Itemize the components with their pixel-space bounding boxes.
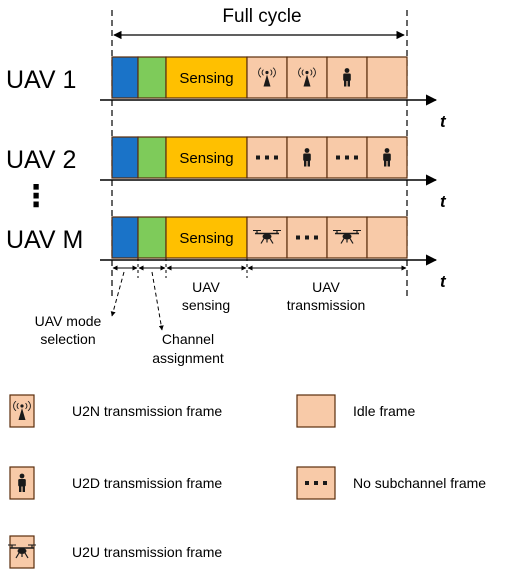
uav-row-3: UAV M t Sensing	[6, 216, 447, 291]
channel-assignment-block	[137, 216, 167, 259]
channel-assignment-label-line2: assignment	[152, 350, 224, 366]
mode-selection-block	[111, 56, 139, 99]
sensing-block	[165, 136, 248, 179]
transmission-frame	[286, 216, 328, 259]
no-subchannel-icon	[336, 155, 358, 160]
mode-selection-pointer	[110, 271, 125, 317]
u2n-icon	[258, 67, 276, 87]
time-axis-label: t	[440, 112, 447, 131]
uav-row-label: UAV 2	[6, 146, 76, 174]
rows-ellipsis: ⋮	[21, 180, 51, 213]
uav-row-2: UAV 2 t Sensing	[6, 136, 447, 211]
sensing-block	[165, 216, 248, 259]
sensing-block-label: Sensing	[179, 70, 233, 87]
uav-sensing-label-line2: sensing	[182, 297, 230, 313]
legend-swatch	[9, 535, 35, 569]
channel-assignment-block	[137, 136, 167, 179]
mode-selection-label-line1: UAV mode	[35, 313, 102, 329]
u2n-icon	[13, 400, 31, 420]
uav-transmission-label-line2: transmission	[287, 297, 366, 313]
no-subchannel-icon	[305, 481, 327, 485]
u2u-icon	[8, 544, 36, 559]
mode-selection-block	[111, 136, 139, 179]
sensing-block-label: Sensing	[179, 230, 233, 247]
uav-row-label: UAV M	[6, 226, 83, 254]
legend-label: No subchannel frame	[353, 475, 486, 491]
legend-u2d: U2D transmission frame	[9, 466, 222, 500]
uav-row-1: UAV 1 t Sensing	[6, 56, 447, 131]
u2d-icon	[18, 473, 26, 492]
uav-sensing-label-line1: UAV	[192, 279, 220, 295]
legend-no-subchannel: No subchannel frame	[296, 466, 486, 500]
sensing-block	[165, 56, 248, 99]
mode-selection-label-line2: selection	[40, 331, 95, 347]
u2u-icon	[333, 230, 361, 244]
no-subchannel-icon	[296, 235, 318, 240]
legend-label: U2U transmission frame	[72, 544, 222, 560]
mode-selection-block	[111, 216, 139, 259]
transmission-frame	[326, 216, 368, 259]
u2d-icon	[383, 148, 391, 167]
legend-idle: Idle frame	[296, 394, 415, 428]
legend-u2u: U2U transmission frame	[8, 535, 222, 569]
uav-row-label: UAV 1	[6, 66, 76, 94]
sensing-block-label: Sensing	[179, 150, 233, 167]
legend-label: U2D transmission frame	[72, 475, 222, 491]
uav-transmission-label-line1: UAV	[312, 279, 340, 295]
full-cycle-label: Full cycle	[222, 6, 301, 27]
idle-frame	[366, 56, 408, 99]
u2d-icon	[343, 68, 351, 87]
legend-u2n: U2N transmission frame	[9, 394, 222, 428]
legend-swatch	[296, 394, 336, 428]
no-subchannel-icon	[256, 155, 278, 160]
legend-label: U2N transmission frame	[72, 403, 222, 419]
channel-assignment-label-line1: Channel	[162, 331, 214, 347]
channel-assignment-block	[137, 56, 167, 99]
u2n-icon	[298, 67, 316, 87]
u2u-icon	[253, 230, 281, 244]
time-axis-label: t	[440, 192, 447, 211]
legend-label: Idle frame	[353, 403, 415, 419]
time-axis-label: t	[440, 272, 447, 291]
u2d-icon	[303, 148, 311, 167]
idle-frame	[366, 216, 408, 259]
channel-assignment-pointer	[151, 271, 164, 331]
